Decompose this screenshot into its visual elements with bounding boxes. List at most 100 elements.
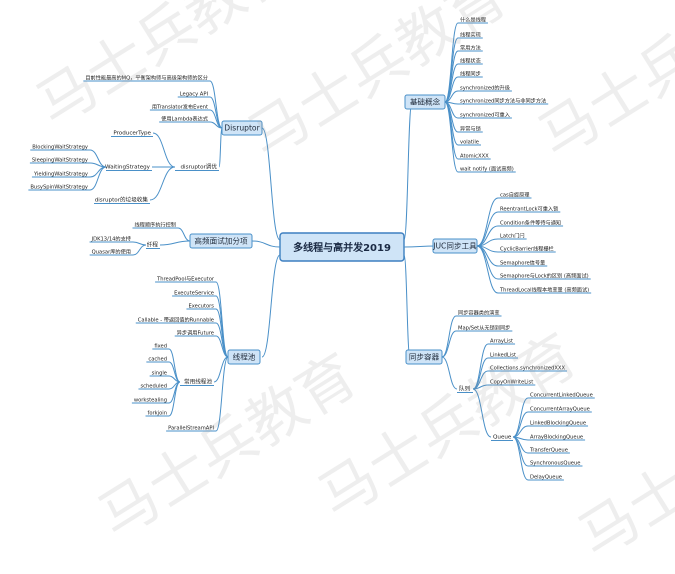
branch-basic-label: 基础概念: [410, 97, 441, 107]
connector: [215, 356, 229, 432]
waiting-label: WaitingStrategy: [105, 165, 151, 171]
connector: [218, 127, 223, 168]
common-item: cached: [148, 357, 167, 363]
connector: [152, 132, 176, 168]
basic-item: 常用方法: [460, 44, 481, 52]
pool-item: Executors: [188, 304, 214, 310]
connector: [472, 388, 492, 438]
basic-item: 线程实现: [460, 31, 481, 39]
branch-juc-label: JUC同步工具: [432, 242, 477, 251]
branch-disruptor-label: Disruptor: [224, 124, 260, 133]
basic-item: AtomicXXX: [460, 154, 489, 160]
producer-type: ProducerType: [113, 131, 151, 137]
connector: [403, 254, 411, 358]
connector: [403, 101, 413, 241]
disruptor-item: Legacy API: [180, 92, 209, 98]
connector: [441, 330, 457, 358]
mind-map: 多线程与高并发2019基础概念什么是线程线程实现常用方法线程状态线程同步sync…: [28, 16, 595, 481]
common-item: scheduled: [140, 384, 167, 390]
branch-interview-label: 高频面试加分项: [194, 236, 248, 246]
connector: [472, 384, 489, 390]
queue-item: Collections.synchronizedXXX: [490, 366, 565, 372]
juc-item: Semaphore信号量: [500, 259, 545, 267]
connector: [132, 241, 147, 246]
connector: [444, 101, 459, 173]
interview-item: 线程顺序执行控制: [134, 221, 176, 229]
common-item: fixed: [154, 344, 167, 350]
juc-item: CyclicBarrier线程栅栏: [500, 245, 554, 253]
connector: [209, 80, 223, 129]
disruptor-item: 使用Lambda表达式: [161, 115, 209, 123]
juc-item: Condition条件等待与通知: [500, 219, 561, 227]
juc-item: cas自旋原理: [500, 191, 530, 199]
queue2-item: ConcurrentLinkedQueue: [530, 393, 593, 399]
queue2-item: LinkedBlockingQueue: [530, 421, 586, 427]
pool-item: ParallelStreamAPI: [168, 426, 214, 432]
connector: [261, 254, 281, 358]
connector: [441, 356, 458, 390]
disruptor-item: 目前性能最高的MQ，平衡架构师与高级架构师的区分: [85, 74, 208, 82]
disruptor-gc: disruptor的垃圾收集: [95, 196, 149, 204]
connector: [444, 37, 459, 103]
connector: [476, 211, 499, 247]
connector: [441, 315, 457, 358]
connector: [89, 166, 107, 191]
juc-item: ThreadLocal线程本地变量 (高频面试): [499, 286, 589, 294]
connector: [476, 245, 499, 294]
tuner-item: JDK13/14的支持: [91, 235, 131, 243]
waiting-item: SleepingWaitStrategy: [32, 158, 88, 164]
basic-item: synchronized可重入: [460, 111, 510, 119]
queue2-label: Queue: [493, 435, 512, 441]
pool-item: 异步调用Future: [177, 329, 214, 337]
common-item: forkjoin: [148, 411, 167, 417]
pool-item: ThreadPool与Executor: [156, 275, 215, 283]
connector: [476, 197, 499, 247]
basic-item: 线程同步: [460, 70, 481, 78]
connector: [209, 121, 223, 129]
connector: [177, 227, 191, 242]
queue-label: 队列: [459, 385, 471, 393]
connector: [215, 335, 229, 358]
connector: [168, 381, 181, 417]
basic-item: synchronized同步方法与非同步方法: [460, 97, 546, 105]
connector: [89, 162, 107, 168]
tuner-item: Quasar库的使用: [92, 248, 131, 256]
disruptor-mode-label: disruptor调优: [180, 163, 217, 171]
connector: [472, 343, 489, 390]
basic-item: wait notify (面试高频): [460, 165, 514, 173]
basic-item: synchronized的升级: [460, 84, 510, 92]
queue-item: ArrayList: [490, 339, 513, 345]
connector: [159, 240, 191, 246]
juc-item: Semaphore与Lock的区别 (高频面试): [500, 272, 589, 280]
connector: [132, 244, 147, 256]
queue2-item: TransferQueue: [529, 448, 568, 454]
connector: [213, 356, 229, 383]
queue-item: LinkedList: [490, 353, 516, 359]
waiting-item: BlockingWaitStrategy: [32, 145, 88, 151]
branch-pool-label: 线程池: [233, 352, 256, 362]
disruptor-item: 用Translator发布Event: [152, 103, 208, 111]
queue2-item: ConcurrentArrayQueue: [530, 407, 590, 413]
pool-item: ExecuteService: [174, 291, 214, 297]
basic-item: 什么是线程: [460, 16, 486, 24]
juc-item: ReentrantLock可重入锁: [500, 205, 558, 213]
pool-item: Callable - 带返回值的Runnable: [138, 316, 214, 324]
queue-item: CopyOnWriteList: [490, 380, 533, 386]
connector: [512, 436, 529, 467]
common-label: 常用线程池: [184, 378, 212, 386]
connector: [251, 240, 281, 248]
tuner-label: 纤程: [147, 241, 159, 249]
connector: [261, 127, 281, 241]
basic-item: 异常与锁: [460, 125, 481, 133]
connector: [168, 348, 181, 383]
common-item: single: [152, 371, 167, 377]
connector: [476, 245, 499, 280]
waiting-item: BusySpinWaitStrategy: [30, 185, 88, 191]
basic-item: volatile: [460, 140, 479, 146]
sync-item: Map/Set从无锁到同步: [458, 324, 510, 332]
connector: [512, 436, 529, 481]
branch-sync-label: 同步容器: [409, 352, 440, 362]
basic-item: 线程状态: [460, 57, 481, 65]
queue2-item: DelayQueue: [530, 475, 562, 481]
waiting-item: YieldingWaitStrategy: [33, 172, 88, 178]
